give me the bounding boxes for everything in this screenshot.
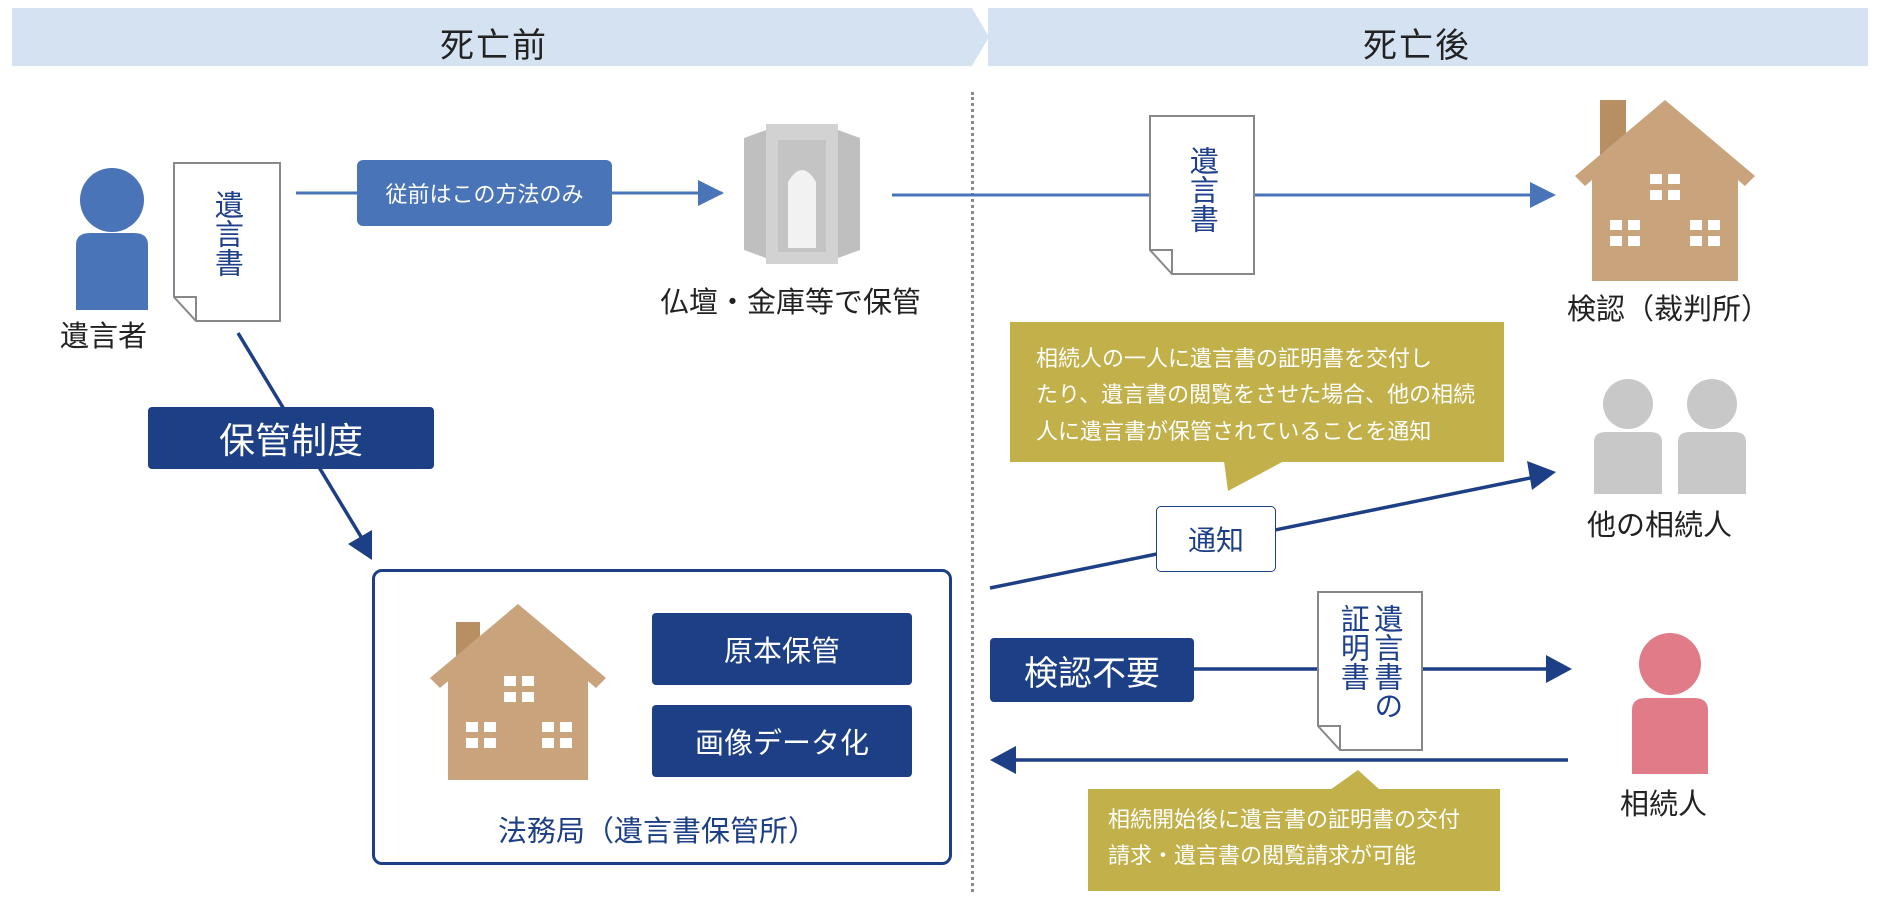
original-storage-box: 原本保管 xyxy=(652,613,912,685)
legal-affairs-bureau-label: 法務局（遺言書保管所） xyxy=(498,814,818,848)
header-before-label: 死亡前 xyxy=(440,26,548,66)
header-after-label: 死亡後 xyxy=(1363,26,1471,66)
will-document-text-2: 遺言書 xyxy=(1185,146,1220,233)
notification-callout-line-2: たり、遺言書の閲覧をさせた場合、他の相続 xyxy=(1036,383,1476,409)
will-document-icon-2 xyxy=(1149,115,1255,275)
request-callout-tail xyxy=(1330,770,1380,790)
other-heirs-label: 他の相続人 xyxy=(1587,508,1733,542)
timeline-divider xyxy=(971,92,974,892)
notification-callout-line-3: 人に遺言書が保管されていることを通知 xyxy=(1036,419,1432,445)
court-label: 検認（裁判所） xyxy=(1567,292,1771,326)
heir-person-icon xyxy=(1632,633,1708,774)
altar-icon xyxy=(744,124,860,264)
request-callout: 相続開始後に遺言書の証明書の交付 請求・遺言書の閲覧請求が可能 xyxy=(1088,789,1500,891)
request-callout-line-2: 請求・遺言書の閲覧請求が可能 xyxy=(1108,844,1417,870)
heir-label: 相続人 xyxy=(1620,787,1708,821)
request-callout-line-1: 相続開始後に遺言書の証明書の交付 xyxy=(1108,808,1461,833)
notification-callout: 相続人の一人に遺言書の証明書を交付し たり、遺言書の閲覧をさせた場合、他の相続 … xyxy=(1010,322,1504,462)
other-heirs-icon xyxy=(1594,379,1746,494)
header-band-after xyxy=(988,8,1868,66)
notification-callout-tail xyxy=(1224,461,1284,491)
no-probate-badge: 検認不要 xyxy=(990,638,1194,702)
testator-label: 遺言者 xyxy=(60,319,148,353)
court-house-icon xyxy=(1575,100,1755,281)
conventional-method-tag: 従前はこの方法のみ xyxy=(357,160,612,226)
will-document-icon xyxy=(173,162,281,322)
header-band-chevron xyxy=(955,8,997,66)
image-data-box: 画像データ化 xyxy=(652,705,912,777)
arrow-heir-to-bureau xyxy=(990,746,1568,774)
bureau-house-icon xyxy=(430,604,606,780)
header-band-before xyxy=(12,8,970,66)
certificate-document-text: 遺言書の証明書 xyxy=(1336,604,1404,720)
notify-badge-label: 通知 xyxy=(1187,524,1244,557)
notify-badge: 通知 xyxy=(1156,506,1276,572)
will-document-text: 遺言書 xyxy=(210,190,245,277)
storage-system-badge: 保管制度 xyxy=(148,407,434,469)
testator-person-icon xyxy=(76,168,148,310)
altar-label: 仏壇・金庫等で保管 xyxy=(660,285,922,319)
legal-affairs-bureau-panel xyxy=(372,569,952,865)
notification-callout-line-1: 相続人の一人に遺言書の証明書を交付し xyxy=(1036,347,1433,372)
certificate-document-icon xyxy=(1317,591,1423,751)
